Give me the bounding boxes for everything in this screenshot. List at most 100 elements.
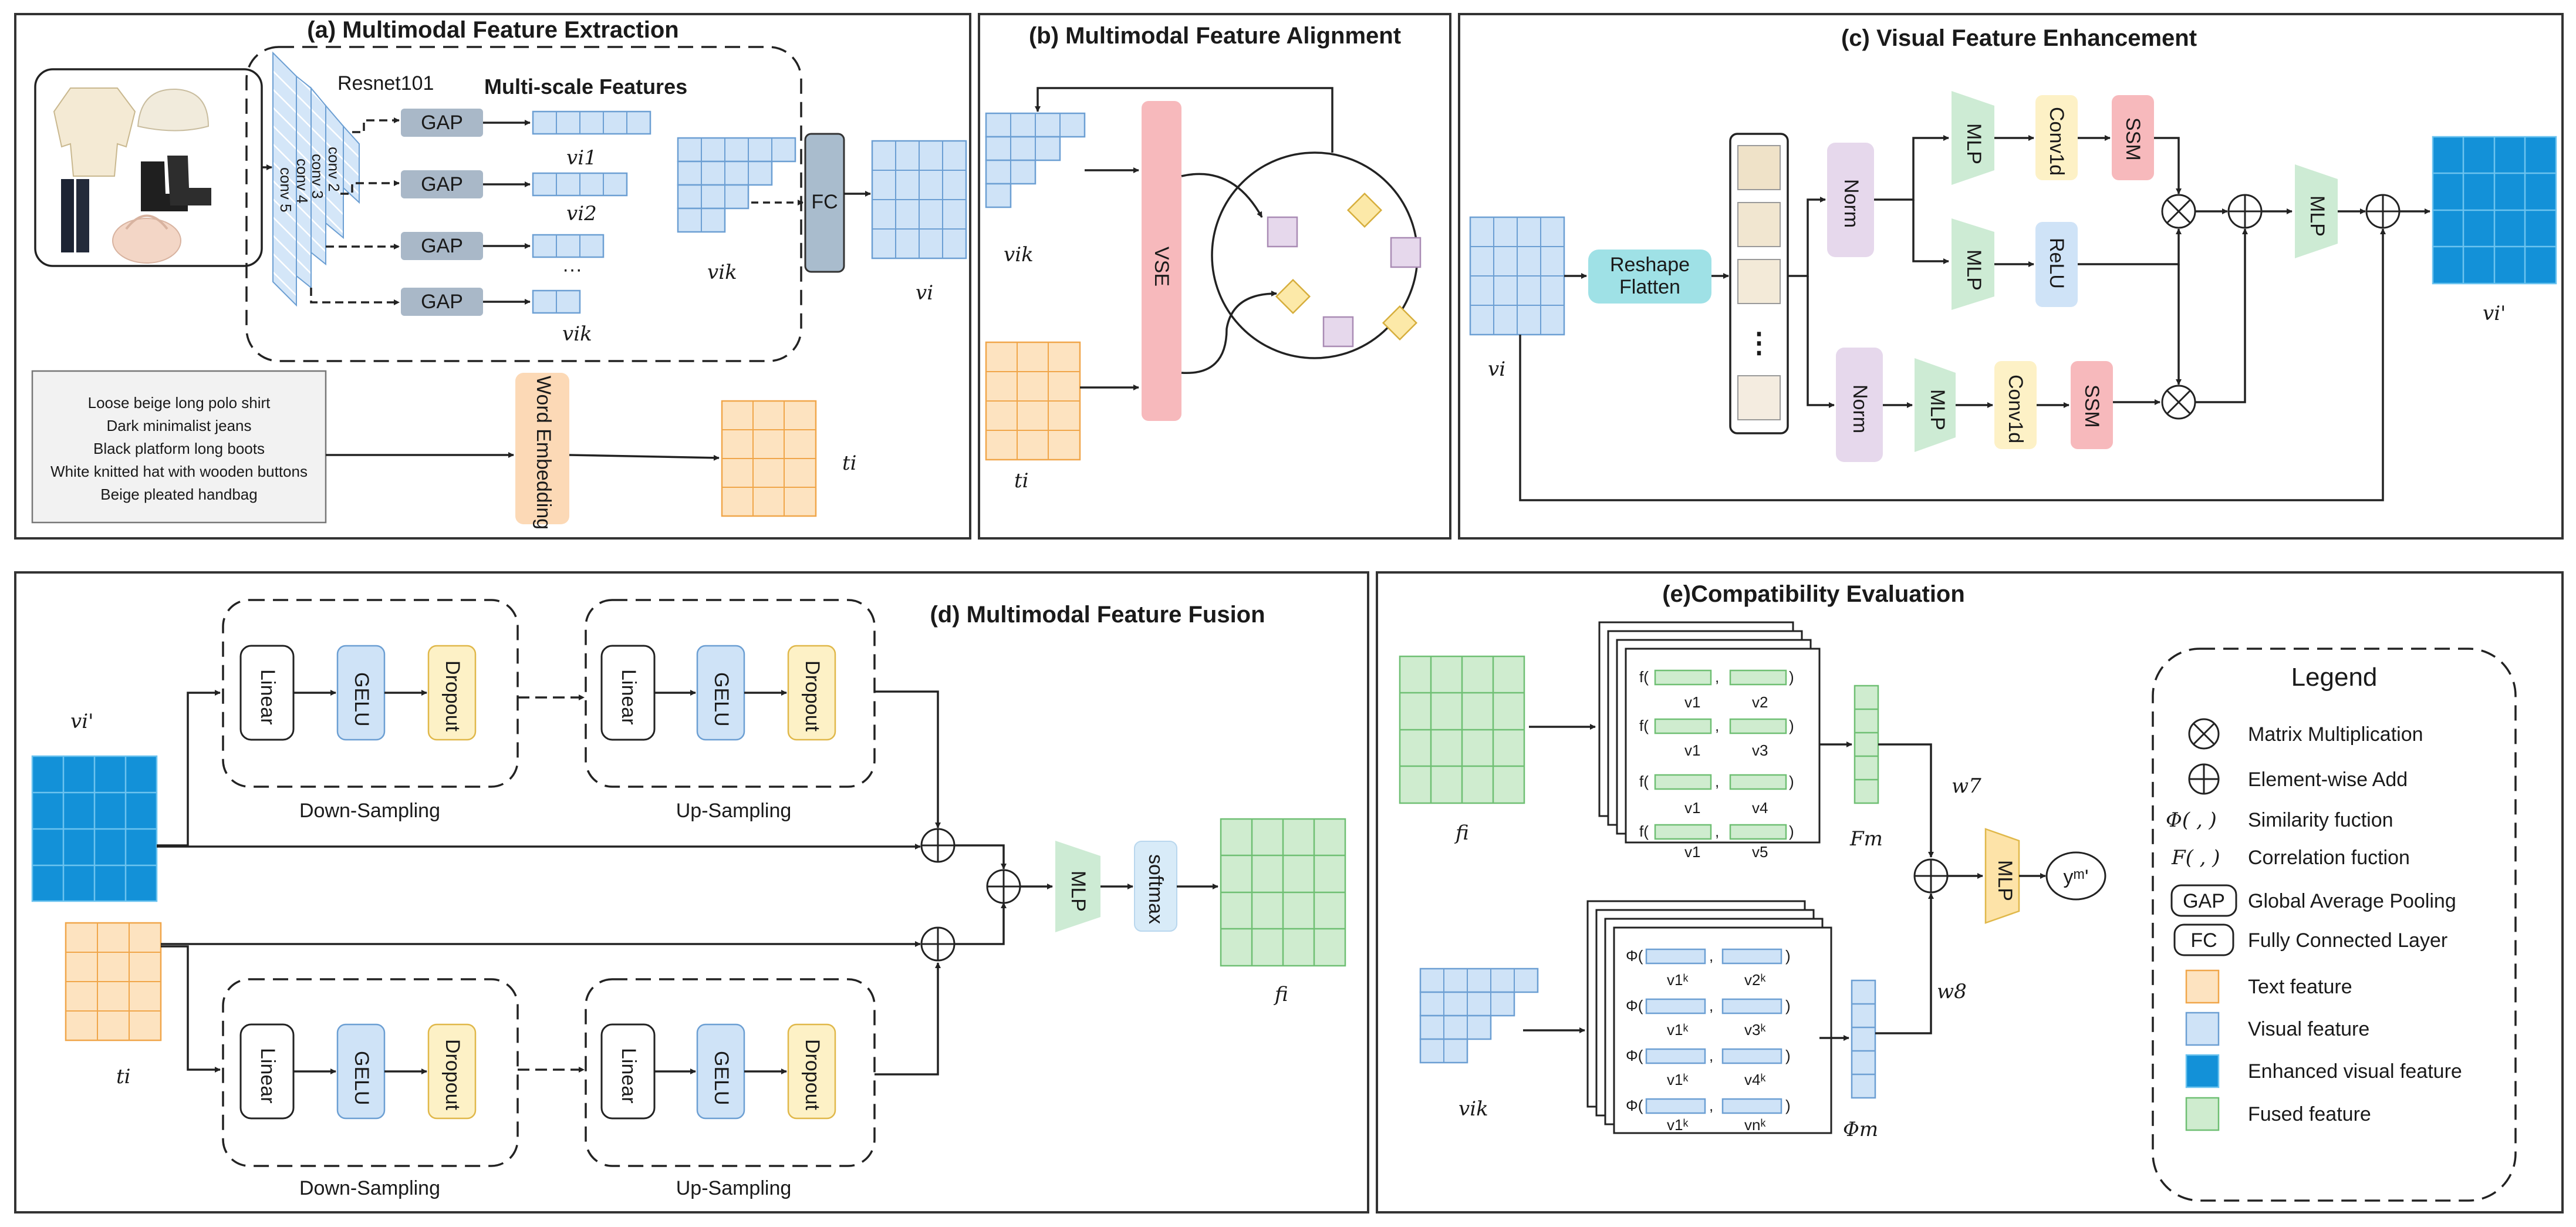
upsample-box-top	[585, 599, 876, 788]
relu-block	[2035, 222, 2078, 307]
boot-image-right	[167, 156, 211, 205]
mlp-label-c1: MLP	[1963, 123, 1985, 164]
svg-text:f(: f(	[1639, 823, 1649, 840]
gap-branches	[310, 117, 400, 305]
vi-prime-matrix-c	[2432, 136, 2557, 285]
ti-label-d: ti	[116, 1065, 131, 1088]
corr-row3-a: v1	[1684, 799, 1700, 817]
panel-extraction: (a) Multimodal Feature Extraction Resnet…	[14, 13, 971, 540]
dropout-label-top2: Dropout	[801, 660, 823, 732]
fm-label: Fm	[1849, 827, 1883, 851]
gap-label-3: GAP	[421, 235, 463, 257]
tap-arrow-2	[340, 180, 400, 195]
upsample-label-bottom: Up-Sampling	[676, 1177, 792, 1199]
reshape-flatten-block	[1588, 250, 1711, 304]
ellipsis-label: ···	[562, 258, 582, 281]
gap-blocks: GAP GAP GAP GAP	[401, 109, 483, 316]
gap-label-2: GAP	[421, 173, 463, 195]
mlp-label-c2: MLP	[1963, 250, 1985, 291]
legend-mult: Matrix Multiplication	[2188, 718, 2423, 750]
vse-to-space-arrow-1	[1181, 173, 1263, 218]
gelu-label-bot1: GELU	[350, 1051, 373, 1105]
ssm-label-1: SSM	[2122, 117, 2144, 161]
linear-label-top1: Linear	[256, 669, 279, 725]
word-embedding-block	[515, 373, 569, 524]
fi-matrix-d	[1220, 818, 1346, 967]
gap-block-4	[401, 288, 483, 316]
mlp-label-c4: MLP	[2306, 195, 2328, 237]
visual-swatch	[2185, 1012, 2220, 1046]
correlation-rows: f( , ) v1 v2 f( , ) v1 v3 f( ,	[1639, 668, 1794, 861]
mlp-block-d	[1055, 841, 1100, 932]
up-to-add-top-arrow	[875, 690, 941, 828]
gap-label-4: GAP	[421, 291, 463, 313]
sim-row-1: Φ( , ) v1ᵏ v2ᵏ	[1626, 947, 1791, 989]
fi-label-d: fi	[1273, 983, 1288, 1006]
panel-alignment: (b) Multimodal Feature Alignment vik ti …	[978, 13, 1451, 540]
vse-block	[1142, 101, 1181, 421]
gap-legend-symbol: GAP	[2183, 890, 2225, 912]
patches-to-norm1-arrow	[1788, 197, 1826, 277]
downsample-label-bottom: Down-Sampling	[299, 1177, 440, 1199]
svg-text:,: ,	[1709, 1097, 1713, 1114]
conv3-slab	[310, 86, 326, 266]
phi-legend-symbol: Φ( , )	[2166, 808, 2217, 832]
svg-text:,: ,	[1715, 823, 1719, 840]
vik-stair-matrix	[677, 137, 796, 233]
hat-image	[137, 88, 210, 132]
dropout-label-bot1: Dropout	[441, 1039, 464, 1111]
visual-point-1	[1267, 216, 1298, 248]
gap-block-1	[401, 109, 483, 137]
sim-row-2: Φ( , ) v1ᵏ v3ᵏ	[1626, 997, 1791, 1039]
panel-e-border	[1376, 571, 2564, 1213]
legend-item-text: Text feature	[2248, 976, 2352, 998]
dropout-label-top1: Dropout	[441, 660, 464, 732]
svg-text:,: ,	[1709, 1047, 1713, 1064]
vse-to-space-arrow-2	[1181, 291, 1277, 374]
text-desc-3: Black platform long boots	[93, 440, 265, 457]
gap-legend-icon	[2170, 884, 2237, 917]
corr-row-4: f( , ) v1 v5	[1639, 823, 1794, 861]
ssm-to-mult-arrow	[2154, 137, 2182, 194]
gap-block-3	[401, 232, 483, 260]
vi-matrix-a	[871, 140, 967, 259]
vi-prime-label-d: vi'	[70, 710, 93, 733]
residual-skip-arrow	[1519, 228, 2386, 501]
ti-label-b: ti	[1014, 469, 1029, 493]
embedding-points	[1267, 192, 1422, 348]
legend-gap: GAP Global Average Pooling	[2170, 884, 2456, 917]
patch-1	[1737, 145, 1781, 190]
mlp-label-d: MLP	[1067, 871, 1089, 912]
svg-text:,: ,	[1715, 773, 1719, 790]
embedding-to-ti-arrow	[569, 454, 720, 461]
tap-arrow-1	[352, 117, 400, 133]
dropout-block-top1	[427, 645, 477, 741]
f-legend-symbol: F( , )	[2171, 846, 2220, 869]
corr-row-2: f( , ) v1 v3	[1639, 717, 1794, 759]
legend-item-enhanced: Enhanced visual feature	[2248, 1060, 2462, 1083]
visual-point-2	[1390, 237, 1422, 268]
jeans-image-right	[76, 179, 89, 252]
jeans-image-left	[61, 179, 74, 252]
tap-arrow-4	[310, 288, 400, 305]
scale-vector-1	[532, 110, 651, 135]
text-desc-4: White knitted hat with wooden buttons	[50, 463, 308, 480]
mult-op-c2	[2161, 385, 2196, 420]
vi-prime-matrix-d	[31, 755, 158, 902]
multiscale-title: Multi-scale Features	[484, 75, 687, 99]
upsample-box-bottom	[585, 978, 876, 1167]
panel-c-title: (c) Visual Feature Enhancement	[1841, 25, 2197, 51]
dropout-block-bot2	[787, 1023, 836, 1120]
patch-thumbnails: ⋮	[1737, 145, 1781, 420]
text-desc-2: Dark minimalist jeans	[106, 417, 251, 434]
text-swatch	[2185, 969, 2220, 1004]
patch-3	[1737, 259, 1781, 304]
w7-label: w7	[1952, 774, 1981, 798]
svg-text:): )	[1785, 1097, 1791, 1114]
patch-dots: ⋮	[1745, 328, 1773, 359]
downsample-box-bottom	[222, 978, 519, 1167]
svg-text:Φ(: Φ(	[1626, 1047, 1643, 1064]
gap-label-1: GAP	[421, 112, 463, 134]
panel-fusion: (d) Multimodal Feature Fusion vi' ti Lin…	[14, 571, 1369, 1213]
fm-vector	[1853, 685, 1879, 804]
